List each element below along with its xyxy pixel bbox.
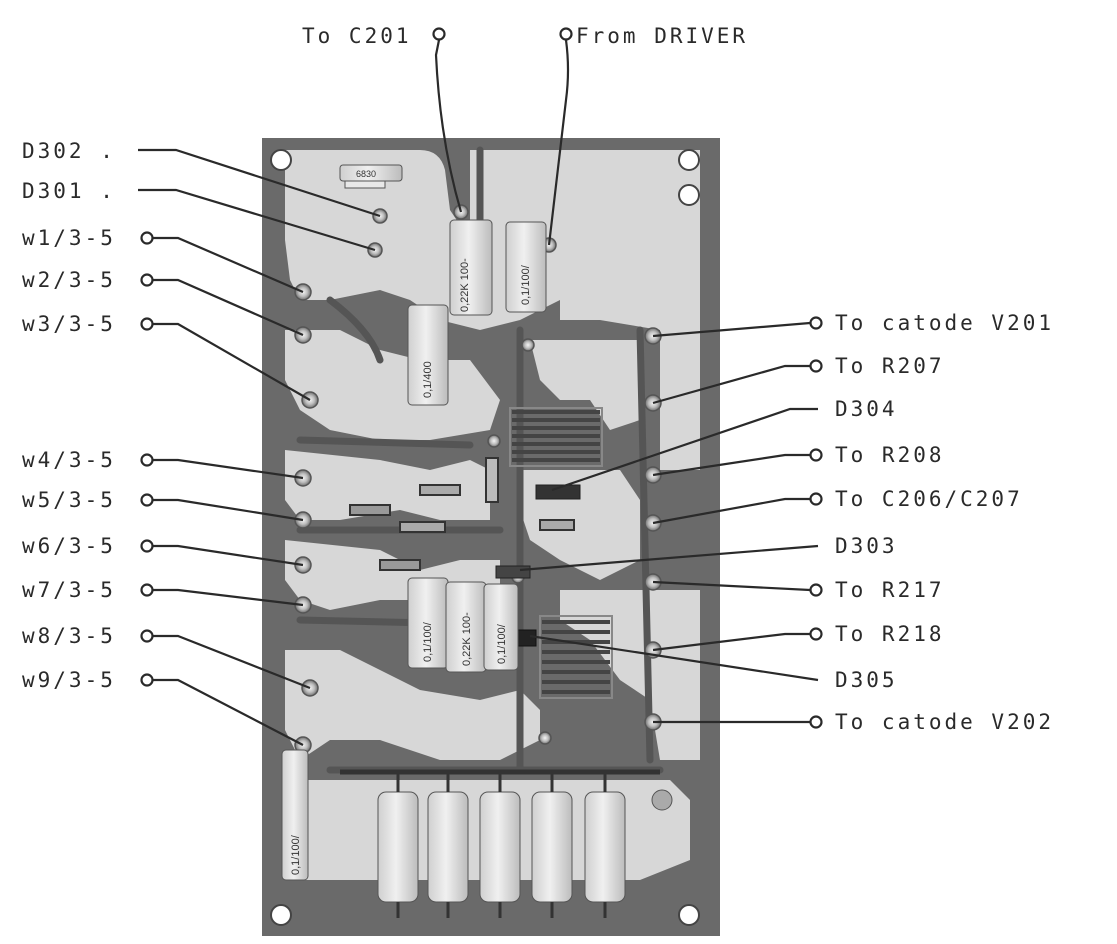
cap-marking-f: 0,1/100/ [496,623,508,664]
label-w1: w1/3-5 [22,226,116,250]
cap-marking-a: 0,22K 100- [459,258,471,312]
label-from-driver: From DRIVER [576,24,749,48]
label-to-catode-v201: To catode V201 [835,311,1055,335]
label-to-r217: To R217 [835,578,945,602]
diode-d304 [535,484,581,500]
cap-marking-e: 0,22K 100- [461,612,473,666]
label-w2: w2/3-5 [22,268,116,292]
resistors [349,457,575,571]
terminal-circles [140,27,823,729]
cap-marking-d: 0,1/100/ [422,621,434,662]
leader-lines [138,39,819,746]
label-d302: D302 . [22,139,116,163]
bottom-capacitor-row [340,769,673,918]
label-to-c206-c207: To C206/C207 [835,487,1023,511]
label-to-c201: To C201 [302,24,412,48]
label-w9: w9/3-5 [22,668,116,692]
label-to-r207: To R207 [835,354,945,378]
label-w3: w3/3-5 [22,312,116,336]
label-w7: w7/3-5 [22,578,116,602]
cap-marking-b: 0,1/100/ [520,264,532,305]
cap-marking-top: 6830 [356,169,376,179]
label-w8: w8/3-5 [22,624,116,648]
label-d304: D304 [835,397,898,421]
cap-marking-c: 0,1/400 [422,361,434,398]
mounting-holes [270,149,700,926]
coil-upper [509,407,603,467]
label-d301: D301 . [22,179,116,203]
film-capacitors [281,164,547,881]
label-to-r218: To R218 [835,622,945,646]
label-w4: w4/3-5 [22,448,116,472]
label-w5: w5/3-5 [22,488,116,512]
label-d303: D303 [835,534,898,558]
capacitor-markings: 0,22K 100- 0,1/100/ 0,1/400 0,1/100/ 0,2… [290,169,532,875]
diode-d303 [495,565,531,579]
label-d305: D305 [835,668,898,692]
label-to-r208: To R208 [835,443,945,467]
label-to-catode-v202: To catode V202 [835,710,1055,734]
cap-marking-g: 0,1/100/ [290,834,302,875]
label-w6: w6/3-5 [22,534,116,558]
